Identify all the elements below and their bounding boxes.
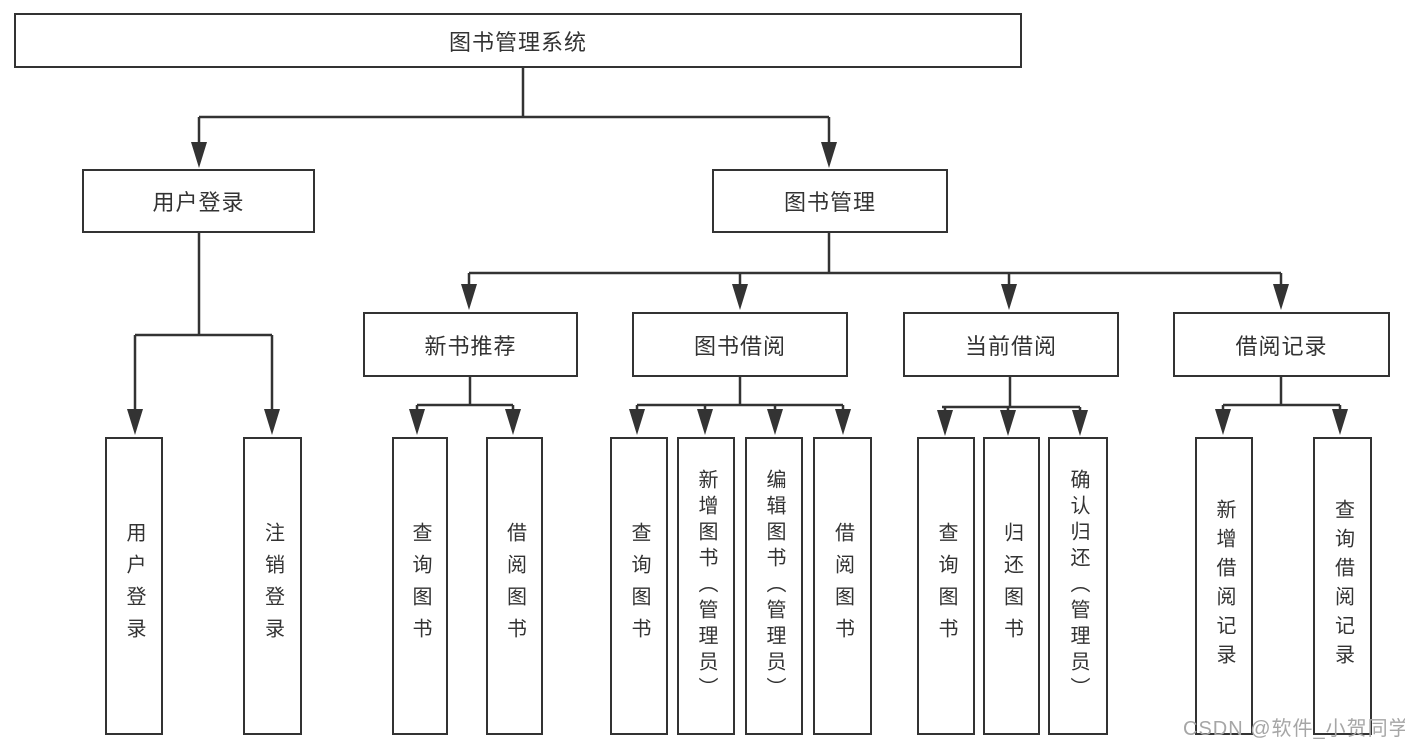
node-current-borrowing: 当前借阅 — [903, 312, 1119, 377]
leaf-add-borrow-record: 新增借阅记录 — [1195, 437, 1253, 735]
leaf-add-books-admin: 新增图书（管理员） — [677, 437, 735, 735]
node-borrowing-records: 借阅记录 — [1173, 312, 1390, 377]
node-user-login: 用户登录 — [82, 169, 315, 233]
csdn-watermark: CSDN @软件_小贺同学 — [1183, 718, 1405, 740]
node-book-borrowing: 图书借阅 — [632, 312, 848, 377]
node-library-management-system: 图书管理系统 — [14, 13, 1022, 68]
leaf-borrow-books: 借阅图书 — [813, 437, 872, 735]
arrow-heads — [127, 142, 1348, 436]
node-new-book-recommend: 新书推荐 — [363, 312, 578, 377]
node-book-management: 图书管理 — [712, 169, 948, 233]
leaf-query-borrow-record: 查询借阅记录 — [1313, 437, 1372, 735]
leaf-return-books: 归还图书 — [983, 437, 1040, 735]
leaf-query-books-current: 查询图书 — [917, 437, 975, 735]
leaf-query-books-recommend: 查询图书 — [392, 437, 448, 735]
leaf-query-books-borrowing: 查询图书 — [610, 437, 668, 735]
leaf-edit-books-admin: 编辑图书（管理员） — [745, 437, 803, 735]
leaf-user-login: 用户登录 — [105, 437, 163, 735]
leaf-confirm-return-admin: 确认归还（管理员） — [1048, 437, 1108, 735]
leaf-logout: 注销登录 — [243, 437, 302, 735]
tree-branch-lines — [135, 68, 1340, 409]
leaf-borrow-books-recommend: 借阅图书 — [486, 437, 543, 735]
